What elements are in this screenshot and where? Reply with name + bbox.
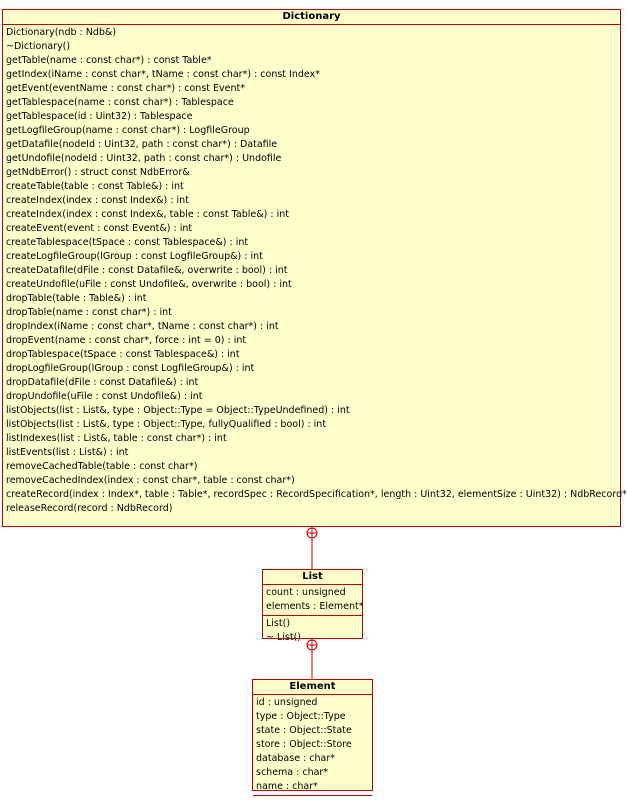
dictionary-method-line: getTablespace(name : const char*) : Tabl…	[6, 97, 234, 108]
dictionary-method-line: getTablespace(id : Uint32) : Tablespace	[6, 111, 193, 122]
element-attribute-line: name : char*	[256, 781, 318, 792]
list-class[interactable]: List count : unsigned elements : Element*…	[262, 569, 364, 643]
dictionary-method-line: dropEvent(name : const char*, force : in…	[6, 335, 247, 346]
dictionary-method-line: dropTable(name : const char*) : int	[6, 307, 172, 318]
dictionary-method-line: dropLogfileGroup(lGroup : const LogfileG…	[6, 363, 255, 374]
dictionary-method-line: ~Dictionary()	[6, 41, 71, 52]
dictionary-method-line: dropTablespace(tSpace : const Tablespace…	[6, 349, 240, 360]
dictionary-method-line: dropIndex(iName : const char*, tName : c…	[6, 321, 279, 332]
dictionary-nesting-icon	[306, 527, 318, 539]
dictionary-class[interactable]: Dictionary Dictionary(ndb : Ndb&) ~Dictio…	[2, 9, 627, 527]
dictionary-method-line: dropTable(table : Table&) : int	[6, 293, 147, 304]
list-methods: List() ~ List()	[263, 616, 362, 646]
dictionary-method-line: getNdbError() : struct const NdbError&	[6, 167, 190, 178]
dictionary-method-line: getEvent(eventName : const char*) : cons…	[6, 83, 245, 94]
dictionary-method-line: listObjects(list : List&, type : Object:…	[6, 405, 350, 416]
dictionary-method-line: getUndofile(nodeId : Uint32, path : cons…	[6, 153, 282, 164]
list-attributes: count : unsigned elements : Element*	[263, 585, 364, 616]
dictionary-method-line: createTablespace(tSpace : const Tablespa…	[6, 237, 249, 248]
dictionary-method-line: dropUndofile(uFile : const Undofile&) : …	[6, 391, 203, 402]
dictionary-method-line: dropDatafile(dFile : const Datafile&) : …	[6, 377, 199, 388]
dictionary-method-line: removeCachedTable(table : const char*)	[6, 461, 198, 472]
dictionary-method-line: createIndex(index : const Index&, table …	[6, 209, 289, 220]
list-attribute-line: count : unsigned	[266, 587, 346, 598]
element-attribute-line: database : char*	[256, 753, 336, 764]
list-nesting-icon	[306, 639, 318, 651]
element-attribute-line: state : Object::State	[256, 725, 352, 736]
list-class-name: List	[263, 570, 362, 585]
dictionary-method-line: getLogfileGroup(name : const char*) : Lo…	[6, 125, 250, 136]
dictionary-method-line: createDatafile(dFile : const Datafile&, …	[6, 265, 288, 276]
dictionary-method-line: getTable(name : const char*) : const Tab…	[6, 55, 212, 66]
dictionary-method-line: createLogfileGroup(lGroup : const Logfil…	[6, 251, 263, 262]
list-method-line: List()	[266, 618, 291, 629]
dictionary-method-line: getDatafile(nodeId : Uint32, path : cons…	[6, 139, 278, 150]
element-attribute-line: type : Object::Type	[256, 711, 346, 722]
dictionary-method-line: listObjects(list : List&, type : Object:…	[6, 419, 327, 430]
dictionary-method-line: getIndex(iName : const char*, tName : co…	[6, 69, 320, 80]
dictionary-methods: Dictionary(ndb : Ndb&) ~Dictionary() getTa…	[3, 25, 627, 517]
element-attribute-line: store : Object::Store	[256, 739, 352, 750]
element-attribute-line: id : unsigned	[256, 697, 318, 708]
dictionary-method-line: Dictionary(ndb : Ndb&)	[6, 27, 117, 38]
list-method-line: ~ List()	[266, 632, 301, 643]
dictionary-method-line: listEvents(list : List&) : int	[6, 447, 129, 458]
dictionary-method-line: listIndexes(list : List&, table : const …	[6, 433, 227, 444]
dictionary-method-line: createUndofile(uFile : const Undofile&, …	[6, 279, 292, 290]
element-class-name: Element	[253, 680, 372, 695]
dictionary-method-line: removeCachedIndex(index : const char*, t…	[6, 475, 295, 486]
dictionary-method-line: releaseRecord(record : NdbRecord)	[6, 503, 173, 514]
list-attribute-line: elements : Element*	[266, 601, 364, 612]
dictionary-method-line: createIndex(index : const Index&) : int	[6, 195, 189, 206]
dictionary-class-name: Dictionary	[3, 10, 620, 25]
dictionary-method-line: createTable(table : const Table&) : int	[6, 181, 184, 192]
dictionary-method-line: createEvent(event : const Event&) : int	[6, 223, 193, 234]
dictionary-method-line: createRecord(index : Index*, table : Tab…	[6, 489, 627, 500]
element-attribute-line: schema : char*	[256, 767, 329, 778]
